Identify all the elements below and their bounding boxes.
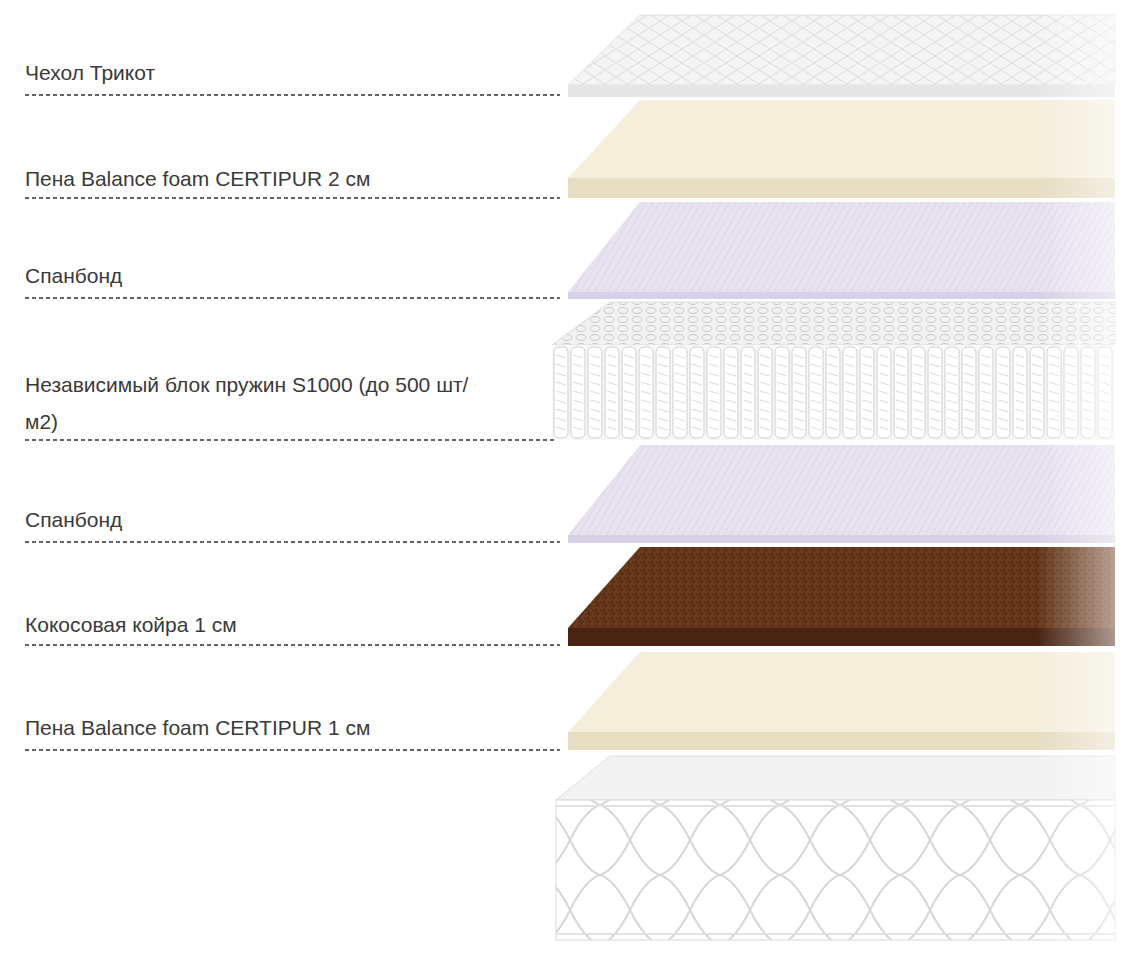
layer-label: Спанбонд bbox=[25, 507, 545, 533]
layer-label: Пена Balance foam CERTIPUR 2 см bbox=[25, 166, 545, 192]
layer-label: Независимый блок пружин S1000 (до 500 шт… bbox=[25, 366, 475, 440]
layer-label: Пена Balance foam CERTIPUR 1 см bbox=[25, 715, 545, 741]
layer-label: Чехол Трикот bbox=[25, 60, 545, 86]
layer-label: Спанбонд bbox=[25, 263, 545, 289]
layer-label: Кокосовая койра 1 см bbox=[25, 612, 545, 638]
